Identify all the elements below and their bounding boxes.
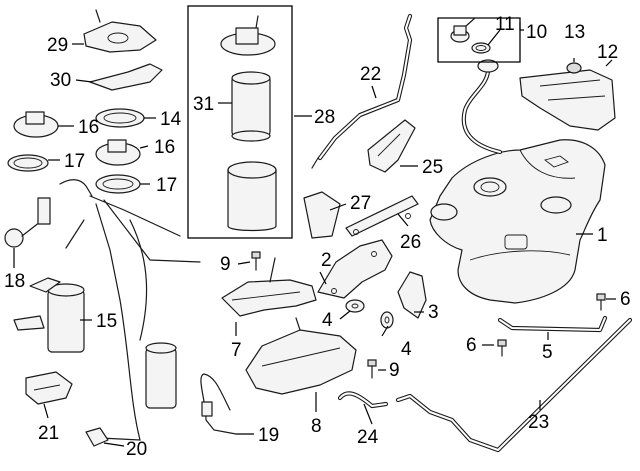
small-hose <box>337 391 389 409</box>
bolt-6-lower <box>497 339 507 357</box>
callout-12: 12 <box>597 42 618 63</box>
callout-15: 15 <box>96 311 117 332</box>
canister-filter <box>231 71 271 142</box>
callout-24: 24 <box>357 427 379 448</box>
bushing-left <box>345 299 365 313</box>
canister-cap <box>220 15 276 56</box>
canister-box <box>187 5 293 239</box>
callout-3: 3 <box>428 302 439 323</box>
callout-30: 30 <box>50 70 71 91</box>
callout-29: 29 <box>47 35 68 56</box>
support-rail <box>345 195 419 237</box>
level-float <box>4 197 51 248</box>
wiring-harness <box>200 373 237 435</box>
lower-shield <box>245 317 357 395</box>
callout-6-left: 6 <box>466 335 477 356</box>
side-bracket <box>397 271 427 319</box>
callout-4-right: 4 <box>401 339 412 360</box>
callout-7: 7 <box>231 340 242 361</box>
sender-flange-left <box>13 111 59 138</box>
mount-bracket <box>303 191 341 239</box>
sender-flange-right <box>95 139 141 166</box>
filler-neck <box>461 59 503 155</box>
callout-13: 13 <box>564 22 585 43</box>
fuel-tank <box>429 139 606 304</box>
callout-28: 28 <box>314 107 335 128</box>
callout-6-right: 6 <box>620 289 631 310</box>
callout-20: 20 <box>126 439 147 460</box>
tank-strap <box>497 315 608 333</box>
filler-cap-assembly <box>437 17 521 63</box>
canister-housing <box>227 161 277 232</box>
seal-left <box>7 154 49 172</box>
callout-25: 25 <box>422 157 443 178</box>
lock-ring <box>95 108 145 128</box>
callout-9-upper: 9 <box>220 254 231 275</box>
callout-17-left: 17 <box>64 151 85 172</box>
callout-1: 1 <box>597 225 608 246</box>
callout-14: 14 <box>160 109 182 130</box>
callout-2: 2 <box>321 250 332 271</box>
bushing-right <box>380 311 394 329</box>
callout-labels: 1 2 3 4 4 5 6 6 7 8 9 9 10 11 12 13 14 1… <box>4 14 631 460</box>
callout-31: 31 <box>193 94 214 115</box>
callout-26: 26 <box>400 232 421 253</box>
callout-4-left: 4 <box>322 310 333 331</box>
fuel-pump-module <box>13 179 201 353</box>
callout-8: 8 <box>311 416 322 437</box>
callout-16-left: 16 <box>78 117 99 138</box>
callout-16-right: 16 <box>154 137 175 158</box>
seal-right <box>95 174 141 194</box>
control-module <box>25 371 73 405</box>
bolt-9-upper <box>251 251 261 271</box>
callout-23: 23 <box>528 412 549 433</box>
callout-10: 10 <box>526 22 547 43</box>
fuel-line <box>395 317 633 453</box>
callout-21: 21 <box>38 423 59 444</box>
heat-shield <box>317 239 393 299</box>
callout-18: 18 <box>4 271 25 292</box>
leader-lines <box>13 22 616 447</box>
upper-shield <box>221 257 317 317</box>
callout-27: 27 <box>350 193 371 214</box>
callout-22: 22 <box>360 64 381 85</box>
bracket-29 <box>83 9 157 53</box>
callout-19: 19 <box>258 425 279 446</box>
bolt-6-upper <box>596 293 606 311</box>
bracket <box>367 119 416 173</box>
callout-11: 11 <box>495 14 515 35</box>
bracket-30 <box>89 63 163 91</box>
callout-17-right: 17 <box>156 175 177 196</box>
breather-pipe <box>311 13 413 169</box>
grommet <box>566 62 582 74</box>
second-pump <box>85 299 177 447</box>
callout-5: 5 <box>542 342 553 363</box>
bolt-9-lower <box>367 359 377 379</box>
callout-9-lower: 9 <box>389 360 400 381</box>
tank-heat-shield <box>519 69 616 131</box>
